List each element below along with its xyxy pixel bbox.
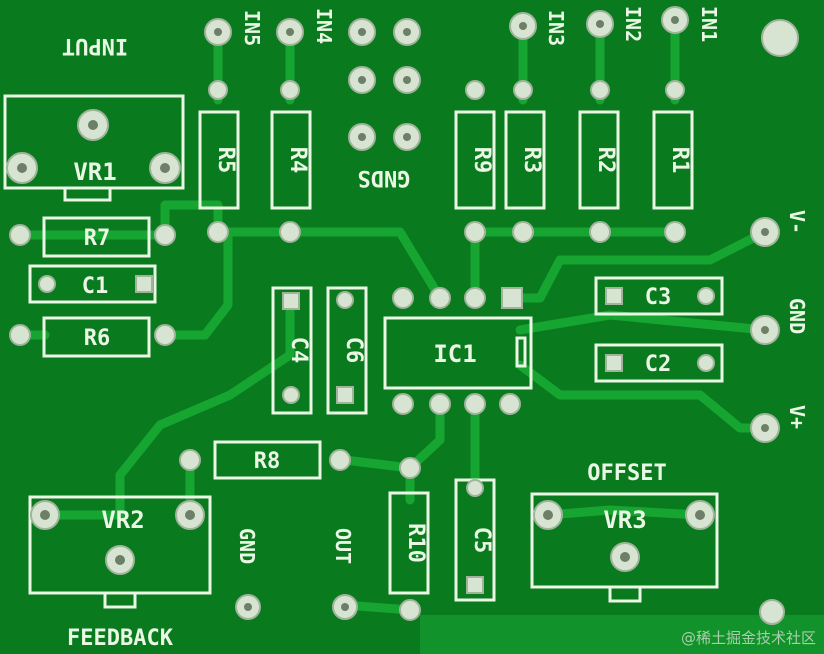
- vr1-tab: [63, 186, 112, 202]
- pads: [6, 6, 799, 625]
- label-c1: C1: [82, 274, 109, 299]
- label-gnds: GNDS: [358, 165, 411, 190]
- label-c3: C3: [645, 285, 672, 310]
- r10-outline: [388, 491, 430, 595]
- r3-outline: [504, 110, 546, 210]
- label-gnd-bottom: GND: [235, 528, 259, 564]
- trace-vplus: [515, 360, 770, 433]
- watermark-text: @稀土掘金技术社区: [681, 629, 816, 647]
- trace-r5-ic1: [213, 227, 445, 303]
- label-r6: R6: [84, 326, 111, 351]
- silkscreen-labels: INPUT VR1 R5 R4 R9 R3 R2 R1 GNDS IN5 IN4…: [62, 6, 809, 651]
- label-feedback: FEEDBACK: [67, 626, 174, 651]
- label-r4: R4: [285, 147, 310, 174]
- label-c6: C6: [341, 337, 366, 364]
- label-r2: R2: [593, 147, 618, 174]
- board-lower-edge: [420, 615, 824, 654]
- label-in1: IN1: [697, 6, 721, 42]
- r1-outline: [652, 110, 694, 210]
- label-r9: R9: [469, 147, 494, 174]
- label-vr1: VR1: [73, 158, 116, 186]
- label-vr3: VR3: [603, 506, 646, 534]
- label-c5: C5: [469, 527, 494, 554]
- trace-vr1-r5: [160, 200, 223, 240]
- label-offset: OFFSET: [587, 461, 666, 486]
- trace-c4-vr2: [40, 295, 295, 520]
- label-out: OUT: [331, 528, 355, 564]
- r4-outline: [270, 110, 312, 210]
- label-in2: IN2: [621, 6, 645, 42]
- c1-outline: [28, 264, 157, 304]
- mounting-hole: [761, 19, 799, 57]
- r9-outline: [454, 110, 496, 210]
- label-c2: C2: [645, 352, 672, 377]
- c3-outline: [594, 276, 724, 316]
- label-gnd-right: GND: [785, 298, 809, 334]
- label-r8: R8: [254, 449, 281, 474]
- label-r10: R10: [403, 523, 428, 563]
- trace-r8-ic1: [340, 400, 445, 473]
- trace-vr3: [543, 505, 705, 520]
- label-in5: IN5: [240, 10, 264, 46]
- label-r7: R7: [84, 226, 111, 251]
- r5-outline: [198, 110, 240, 210]
- label-v-plus: V+: [785, 405, 809, 429]
- ic1-notch: [515, 336, 527, 368]
- label-in3: IN3: [544, 10, 568, 46]
- label-input: INPUT: [62, 33, 128, 58]
- label-c4: C4: [286, 337, 311, 364]
- c2-outline: [594, 343, 724, 383]
- r7-outline: [42, 216, 151, 258]
- vr2-tab: [103, 591, 137, 609]
- trace-r5-r6: [160, 227, 233, 340]
- r6-outline: [42, 316, 151, 358]
- vr3-tab: [608, 585, 642, 603]
- label-r5: R5: [213, 147, 238, 174]
- r8-outline: [213, 440, 322, 480]
- label-ic1: IC1: [433, 340, 476, 368]
- trace-vminus: [510, 227, 770, 303]
- label-v-minus: V-: [785, 210, 809, 234]
- label-vr2: VR2: [101, 506, 144, 534]
- c4-outline: [271, 286, 313, 415]
- label-in4: IN4: [312, 8, 336, 44]
- silkscreen-outlines: [3, 94, 724, 609]
- r2-outline: [578, 110, 620, 210]
- ic1-outline: [383, 316, 533, 390]
- label-r3: R3: [519, 147, 544, 174]
- c6-outline: [326, 286, 368, 415]
- label-r1: R1: [667, 147, 692, 174]
